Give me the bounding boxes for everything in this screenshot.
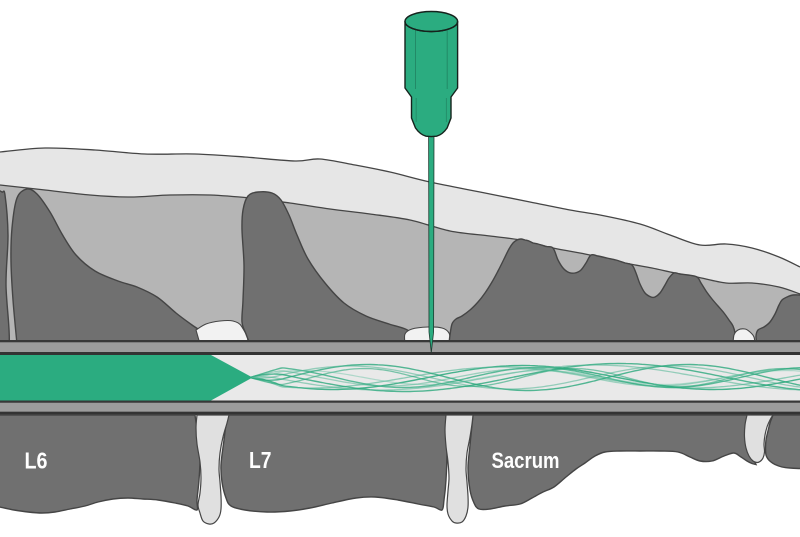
svg-text:L6: L6 <box>25 448 48 474</box>
svg-text:L7: L7 <box>249 447 272 473</box>
svg-text:Sacrum: Sacrum <box>492 448 560 473</box>
